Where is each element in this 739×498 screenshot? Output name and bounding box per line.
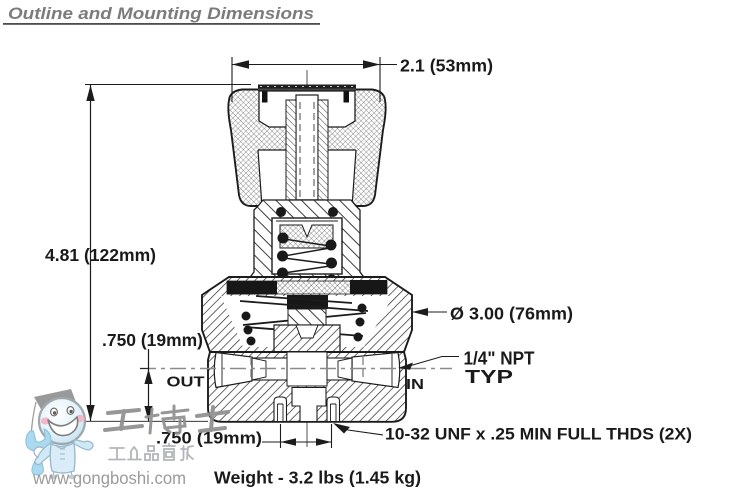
svg-text:2.1 (53mm): 2.1 (53mm) [400, 56, 493, 76]
svg-text:10-32 UNF x .25 MIN FULL THDS: 10-32 UNF x .25 MIN FULL THDS (2X) [385, 426, 692, 444]
svg-text:.750 (19mm): .750 (19mm) [156, 429, 262, 448]
svg-text:www.gongboshi.com: www.gongboshi.com [32, 468, 186, 488]
svg-text:.750 (19mm): .750 (19mm) [102, 330, 203, 350]
svg-text:Outline and Mounting Dimension: Outline and Mounting Dimensions [8, 4, 314, 23]
svg-text:Ø 3.00 (76mm): Ø 3.00 (76mm) [450, 304, 573, 324]
svg-text:IN: IN [406, 376, 424, 393]
svg-text:OUT: OUT [167, 374, 205, 391]
svg-text:TYP: TYP [465, 366, 513, 387]
svg-text:4.81 (122mm): 4.81 (122mm) [45, 245, 156, 265]
svg-text:Weight - 3.2 lbs (1.45 kg): Weight - 3.2 lbs (1.45 kg) [214, 468, 421, 488]
svg-text:1/4" NPT: 1/4" NPT [464, 348, 536, 369]
